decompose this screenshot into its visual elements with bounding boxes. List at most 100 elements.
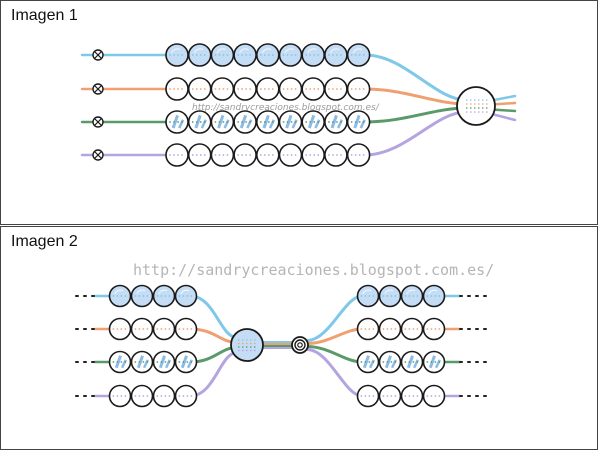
bead-icon (422, 317, 446, 341)
bead-icon (378, 284, 402, 308)
bead-icon (346, 77, 371, 101)
bead-icon (174, 350, 198, 374)
bead-highlight (216, 48, 226, 54)
watermark-url: http://sandrycreaciones.blogspot.com.es/ (133, 261, 494, 279)
bead-stripe (362, 355, 370, 369)
thread-strand (306, 294, 364, 342)
bead-icon (108, 384, 132, 408)
cross-mark (94, 51, 102, 59)
bead-highlight (158, 289, 168, 295)
bead-stripe (246, 119, 253, 129)
bead-stripe (200, 119, 207, 129)
bead-highlight (307, 48, 317, 54)
bead-stripe (434, 359, 441, 369)
bead-icon (108, 284, 132, 308)
watermark-url: http://sandrycreaciones.blogspot.com.es/ (192, 103, 380, 113)
bead-stripe (178, 119, 185, 129)
panel-title: Imagen 1 (11, 7, 78, 24)
spiral-knot-ring (294, 339, 306, 351)
bead-icon (108, 317, 132, 341)
bead-icon (130, 350, 154, 374)
bead-icon (346, 143, 371, 167)
bead-icon (400, 317, 424, 341)
bead-icon (346, 43, 371, 67)
bead-highlight (352, 48, 363, 54)
bead-icon (400, 284, 424, 308)
bead-icon (378, 350, 402, 374)
bead-stripe (353, 114, 361, 129)
bead-icon (356, 350, 380, 374)
bead-highlight (193, 48, 204, 54)
bead-icon (130, 384, 154, 408)
bead-highlight (284, 48, 294, 54)
bead-highlight (329, 48, 340, 54)
bead-highlight (114, 289, 124, 295)
panel-imagen-1: Imagen 1 (0, 0, 598, 225)
bead-icon (378, 317, 402, 341)
bead-stripe (368, 359, 375, 369)
bead-icon (356, 317, 380, 341)
bead-icon (174, 317, 198, 341)
large-bead-icon (456, 86, 496, 126)
panel-imagen-2: Imagen 2 (0, 226, 598, 450)
bead-highlight (428, 289, 438, 295)
bead-stripe (136, 355, 144, 369)
bead-icon (152, 350, 176, 374)
bead-stripe (390, 359, 397, 369)
bead-icon (422, 284, 446, 308)
thread-strand (363, 53, 468, 102)
bead-icon (152, 284, 176, 308)
bead-icon (378, 384, 402, 408)
bead-stripe (194, 114, 202, 129)
bead-stripe (164, 359, 171, 369)
bead-stripe (285, 114, 293, 129)
bead-stripe (384, 355, 392, 369)
bead-icon (356, 384, 380, 408)
cross-mark (94, 118, 102, 126)
bead-stripe (158, 355, 166, 369)
bead-icon (400, 350, 424, 374)
spiral-knot-ring (297, 342, 303, 348)
bead-stripe (223, 119, 230, 129)
bead-stripe (412, 359, 419, 369)
bead-highlight (384, 289, 394, 295)
cross-mark (94, 151, 102, 159)
bead-highlight (261, 48, 272, 54)
bead-stripe (120, 359, 127, 369)
bead-stripe (268, 119, 275, 129)
thread-strand (306, 348, 364, 398)
thread-strand (363, 106, 468, 124)
bead-stripe (171, 114, 179, 129)
bead-icon (174, 384, 198, 408)
bead-stripe (428, 355, 436, 369)
bead-highlight (362, 289, 372, 295)
bead-highlight (406, 289, 416, 295)
large-bead-icon (230, 328, 264, 362)
bead-icon (400, 384, 424, 408)
thread-strand (306, 327, 364, 345)
bead-icon (356, 284, 380, 308)
thread-strand (306, 345, 364, 364)
bead-highlight (136, 289, 146, 295)
bead-stripe (180, 355, 188, 369)
bead-icon (152, 317, 176, 341)
bead-stripe (217, 114, 225, 129)
bead-icon (346, 110, 371, 134)
bead-icon (422, 350, 446, 374)
bead-stripe (142, 359, 149, 369)
bead-highlight (180, 289, 190, 295)
bead-icon (152, 384, 176, 408)
bead-stripe (314, 119, 321, 129)
cross-mark (94, 85, 102, 93)
panel-title: Imagen 2 (11, 233, 78, 250)
bead-stripe (359, 119, 366, 129)
bead-icon (174, 284, 198, 308)
bead-stripe (291, 119, 298, 129)
bead-stripe (114, 355, 122, 369)
bead-stripe (186, 359, 193, 369)
bead-stripe (406, 355, 414, 369)
bead-icon (108, 350, 132, 374)
bead-stripe (262, 114, 270, 129)
thread-strand (188, 351, 239, 398)
